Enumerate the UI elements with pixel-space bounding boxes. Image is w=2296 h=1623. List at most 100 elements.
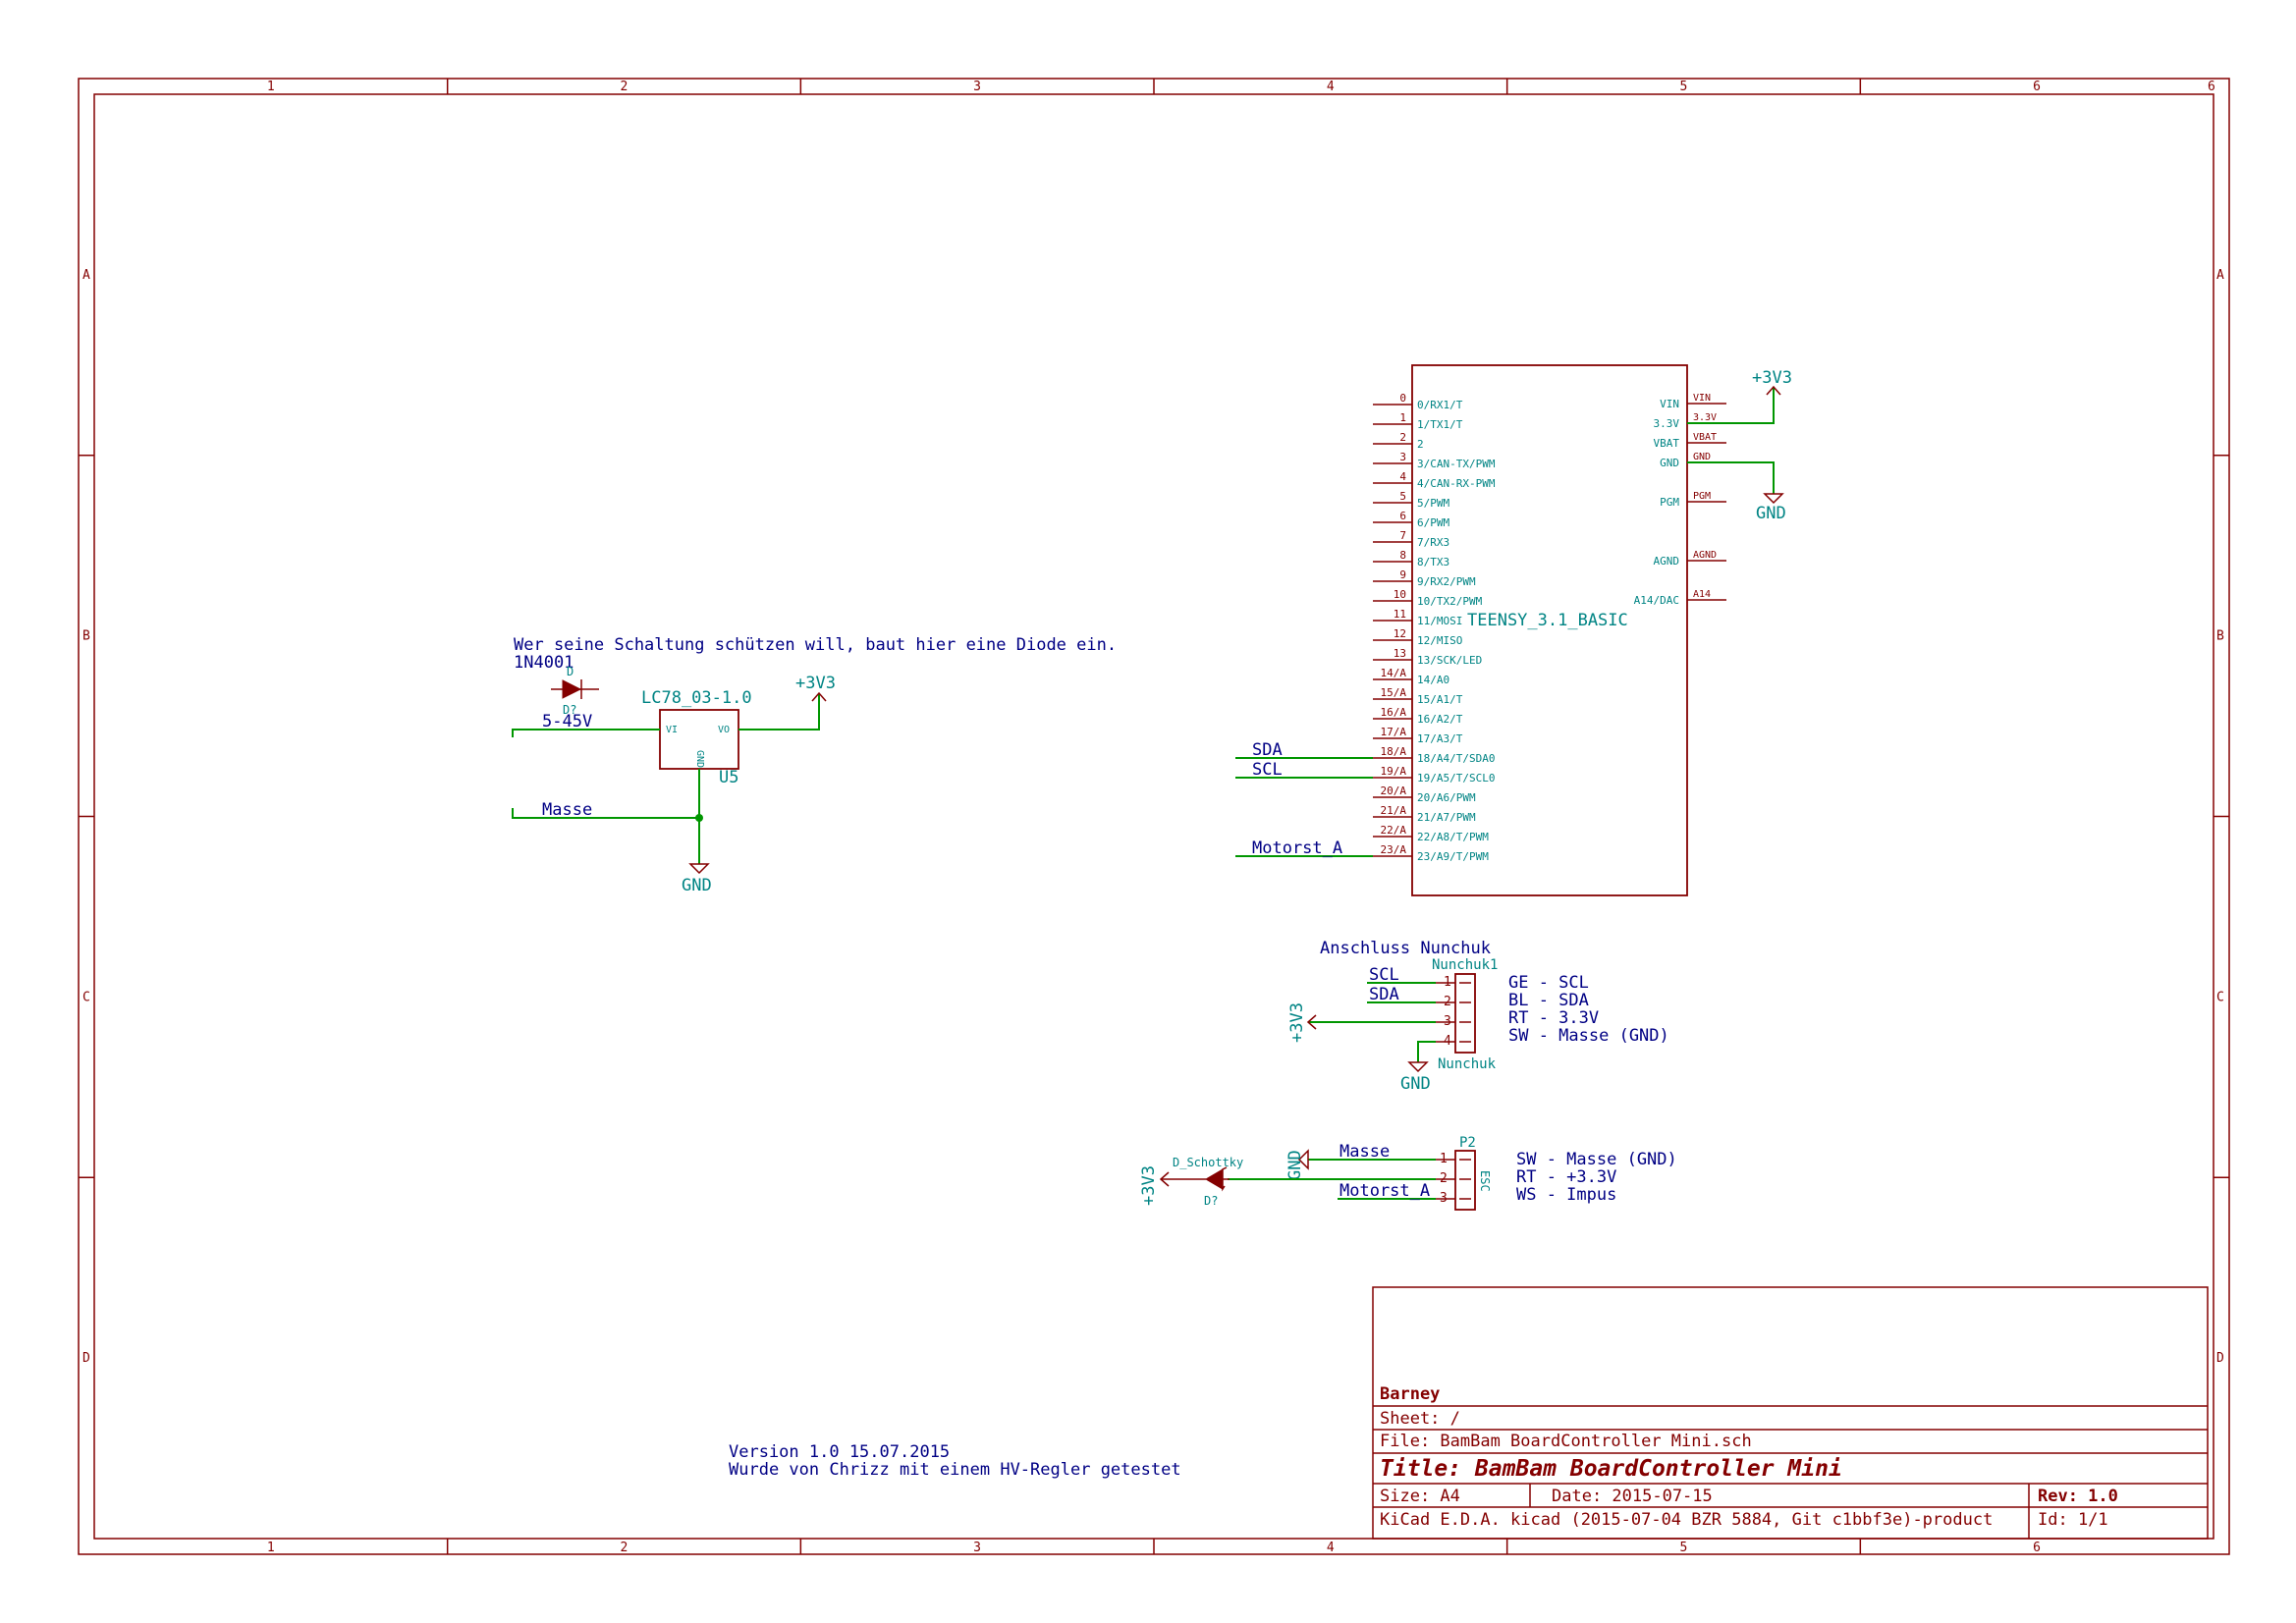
diode-lib: D [567,665,574,678]
teensy-pin-name: VBAT [1654,437,1680,450]
title-block-id: Id: 1/1 [2038,1510,2108,1530]
nunchuk-pin-number: 3 [1444,1014,1451,1029]
esc-3v3-label: +3V3 [1139,1165,1159,1206]
frame-col-label-bottom: 4 [1327,1541,1335,1555]
teensy-3v3-arrow-icon [1766,385,1781,396]
teensy-pin-number: 3.3V [1693,412,1717,423]
teensy-pin-number: A14 [1693,589,1711,600]
teensy-pin-number: 7 [1399,529,1406,542]
teensy-pin-name: 15/A1/T [1417,693,1463,706]
teensy-body [1411,364,1688,896]
teensy-pin-number: 6 [1399,510,1406,522]
teensy-pin-name: A14/DAC [1634,594,1679,607]
teensy-pin-number: GND [1693,452,1711,462]
regulator-3v3-arrow-icon [811,691,827,702]
teensy-pin-number: AGND [1693,550,1717,561]
frame-col-label-top: 6 [2033,80,2041,94]
net-motor-label: Motorst_A [1252,839,1342,858]
nunchuk-3v3-arrow-icon [1306,1014,1317,1030]
teensy-pin-number: 23/A [1381,843,1407,856]
nunchuk-gnd-label: GND [1400,1074,1431,1094]
esc-gnd-label: GND [1285,1150,1305,1180]
teensy-pin-name: AGND [1654,555,1680,568]
title-block-tool: KiCad E.D.A. kicad (2015-07-04 BZR 5884,… [1380,1510,1993,1530]
teensy-pin-number: 20/A [1381,784,1407,797]
teensy-pin-name: 21/A7/PWM [1417,811,1476,824]
frame-col-label-top: 4 [1327,80,1335,94]
teensy-pin-number: 5 [1399,490,1406,503]
title-block-company: Barney [1380,1384,1440,1404]
regulator-value: LC78_03-1.0 [641,688,752,708]
teensy-pin-number: 18/A [1381,745,1407,758]
teensy-pin-name: 19/A5/T/SCL0 [1417,772,1495,784]
frame-col-label-bottom: 1 [267,1541,275,1555]
teensy-pin-name: 18/A4/T/SDA0 [1417,752,1495,765]
teensy-pin-name: 9/RX2/PWM [1417,575,1476,588]
nunchuk-legend-1: GE - SCL [1508,973,1589,993]
teensy-pin-number: 8 [1399,549,1406,562]
frame-col-label-top: 2 [621,80,629,94]
nunchuk-value: Nunchuk [1438,1056,1497,1072]
teensy-pin-name: 17/A3/T [1417,732,1463,745]
teensy-symbol: TEENSY_3.1_BASIC 00/RX1/T11/TX1/T2233/CA… [1235,364,1792,896]
esc-value: ESC [1478,1170,1492,1192]
nunchuk-ref: Nunchuk1 [1432,957,1498,973]
diode-ref: D? [563,703,576,717]
regulator-pin-vi: VI [666,725,678,735]
teensy-pin-name: PGM [1660,496,1679,509]
schottky-ref: D? [1204,1194,1218,1208]
regulator-3v3-label: +3V3 [795,674,836,693]
teensy-3v3-label: +3V3 [1752,368,1792,388]
teensy-pin-number: 4 [1399,470,1406,483]
frame-col-label-bottom: 5 [1680,1541,1688,1555]
teensy-pin-number: 16/A [1381,706,1407,719]
nunchuk-pin-number: 2 [1444,995,1451,1009]
esc-gnd-icon [1297,1149,1309,1170]
teensy-pin-name: 8/TX3 [1417,556,1449,568]
nunchuk-connector-body [1454,973,1476,1054]
title-block-rev: Rev: 1.0 [2038,1487,2118,1506]
nunchuk-title: Anschluss Nunchuk [1320,939,1491,958]
net-scl-label: SCL [1252,760,1283,780]
frame-row-label-left: A [82,268,90,283]
teensy-pin-name: 0/RX1/T [1417,399,1463,411]
teensy-pin-number: 3 [1399,451,1406,463]
title-block: Barney Sheet: / File: BamBam BoardContro… [1372,1286,2209,1540]
teensy-pin-name: 10/TX2/PWM [1417,595,1483,608]
esc-section: P2 123 ESC GND Masse +3V3 D_Schottky D? … [1139,1135,1677,1211]
schottky-value: D_Schottky [1173,1156,1243,1169]
esc-3v3-arrow-icon [1159,1171,1170,1187]
frame-row-label-left: B [82,629,90,644]
teensy-pin-number: PGM [1693,491,1711,502]
teensy-pin-name: 4/CAN-RX-PWM [1417,477,1496,490]
teensy-pin-number: 14/A [1381,667,1407,679]
esc-net-motor: Motorst_A [1339,1181,1430,1201]
frame-row-label-right: C [2216,990,2224,1004]
net-input-label: 5-45V [542,712,592,731]
teensy-pin-number: 21/A [1381,804,1407,817]
title-block-size: Size: A4 [1380,1487,1460,1506]
teensy-pin-name: 1/TX1/T [1417,418,1463,431]
net-masse-label: Masse [542,800,592,820]
frame-col-label-bottom: 6 [2033,1541,2041,1555]
teensy-pin-number: 0 [1399,392,1406,405]
teensy-pin-number: 22/A [1381,824,1407,837]
teensy-pin-name: 3/CAN-TX/PWM [1417,458,1496,470]
diode-value: 1N4001 [514,653,574,673]
teensy-pin-name: VIN [1660,398,1679,410]
teensy-pin-number: 17/A [1381,726,1407,738]
nunchuk-pin-number: 4 [1444,1034,1451,1049]
esc-ref: P2 [1459,1135,1476,1151]
teensy-pin-name: 5/PWM [1417,497,1449,510]
teensy-gnd-icon [1763,493,1784,505]
esc-connector-body [1454,1150,1476,1211]
esc-net-masse: Masse [1339,1142,1390,1162]
frame-col-label-bottom: 3 [973,1541,981,1555]
regulator-pin-gnd: GND [694,750,705,768]
frame-row-label-right: B [2216,629,2224,644]
teensy-pin-number: 15/A [1381,686,1407,699]
teensy-pin-name: 23/A9/T/PWM [1417,850,1489,863]
